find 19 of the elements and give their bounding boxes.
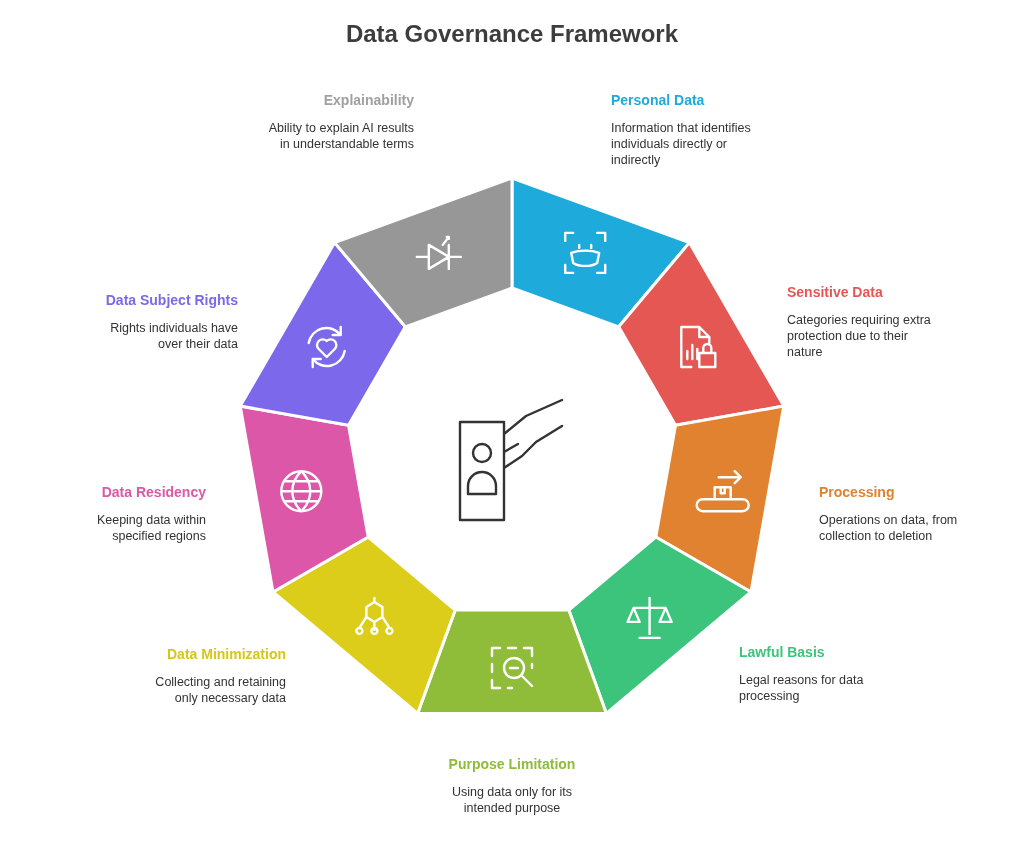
segment-description: Ability to explain AI results in understandable terms [267,120,414,152]
segment-heading: Purpose Limitation [447,756,577,772]
segment-heading: Processing [819,484,896,500]
segment-description: Collecting and retaining only necessary data [154,674,286,706]
segment-heading: Explainability [322,92,414,108]
segment-description: Information that identifies individuals directly or indirectly [611,120,752,168]
segment-heading: Data Minimization [166,646,286,662]
segment-description: Operations on data, from collection to deletion [819,512,959,544]
segment-description: Categories requiring extra protection due to their nature [787,312,932,360]
segment-heading: Data Subject Rights [104,292,238,308]
segment-description: Keeping data within specified regions [95,512,206,544]
segment-description: Legal reasons for data processing [739,672,865,704]
segment-heading: Lawful Basis [739,644,826,660]
segment-heading: Personal Data [611,92,706,108]
segment-heading: Sensitive Data [787,284,884,300]
title: Data Governance Framework [345,20,679,47]
segment-description: Using data only for its intended purpose [450,784,574,816]
segment-heading: Data Residency [100,484,206,500]
segment-description: Rights individuals have over their data [109,320,238,352]
